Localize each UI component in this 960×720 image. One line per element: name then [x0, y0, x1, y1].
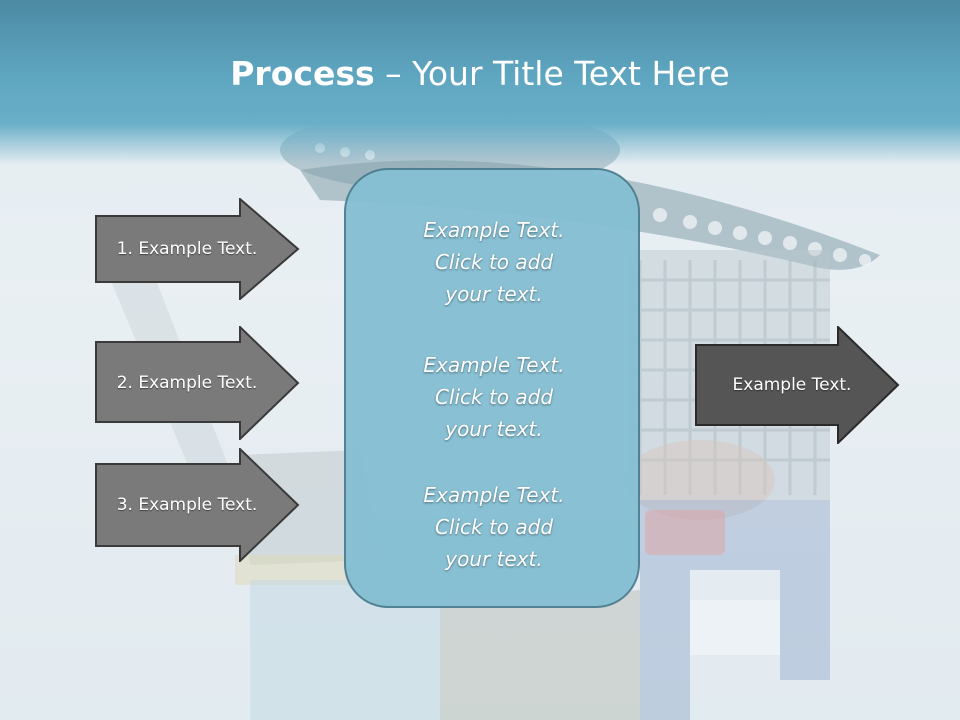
left-arrow-label-2: 2. Example Text. — [116, 373, 258, 393]
left-arrow-1[interactable]: 1. Example Text. — [94, 198, 300, 300]
center-block-3-line1: Example Text. — [423, 483, 565, 507]
right-arrow[interactable]: Example Text. — [694, 326, 900, 444]
arrow-shape — [95, 198, 300, 300]
center-block-1-line1: Example Text. — [423, 218, 565, 242]
title-bold: Process — [230, 54, 375, 93]
center-block-1: Example Text. Click to add your text. — [346, 214, 642, 310]
center-block-3-line3: your text. — [445, 547, 543, 571]
center-block-2-line1: Example Text. — [423, 353, 565, 377]
center-block-3: Example Text. Click to add your text. — [346, 479, 642, 575]
title-rest: – Your Title Text Here — [374, 54, 730, 93]
left-arrow-label-1: 1. Example Text. — [116, 239, 258, 259]
arrow-shape — [95, 326, 300, 440]
center-block-2-line3: your text. — [445, 417, 543, 441]
arrow-shape — [695, 326, 900, 444]
center-block-2: Example Text. Click to add your text. — [346, 349, 642, 445]
left-arrow-2[interactable]: 2. Example Text. — [94, 326, 300, 440]
center-block-2-line2: Click to add — [434, 385, 554, 409]
center-block-1-line3: your text. — [445, 282, 543, 306]
slide-title[interactable]: Process – Your Title Text Here — [0, 52, 960, 96]
center-text-box[interactable]: Example Text. Click to add your text. Ex… — [344, 168, 640, 608]
right-arrow-label: Example Text. — [732, 375, 852, 395]
left-arrow-label-3: 3. Example Text. — [116, 495, 258, 515]
arrow-shape — [95, 448, 300, 562]
center-block-3-line2: Click to add — [434, 515, 554, 539]
title-band — [0, 0, 960, 165]
left-arrow-3[interactable]: 3. Example Text. — [94, 448, 300, 562]
center-block-1-line2: Click to add — [434, 250, 554, 274]
